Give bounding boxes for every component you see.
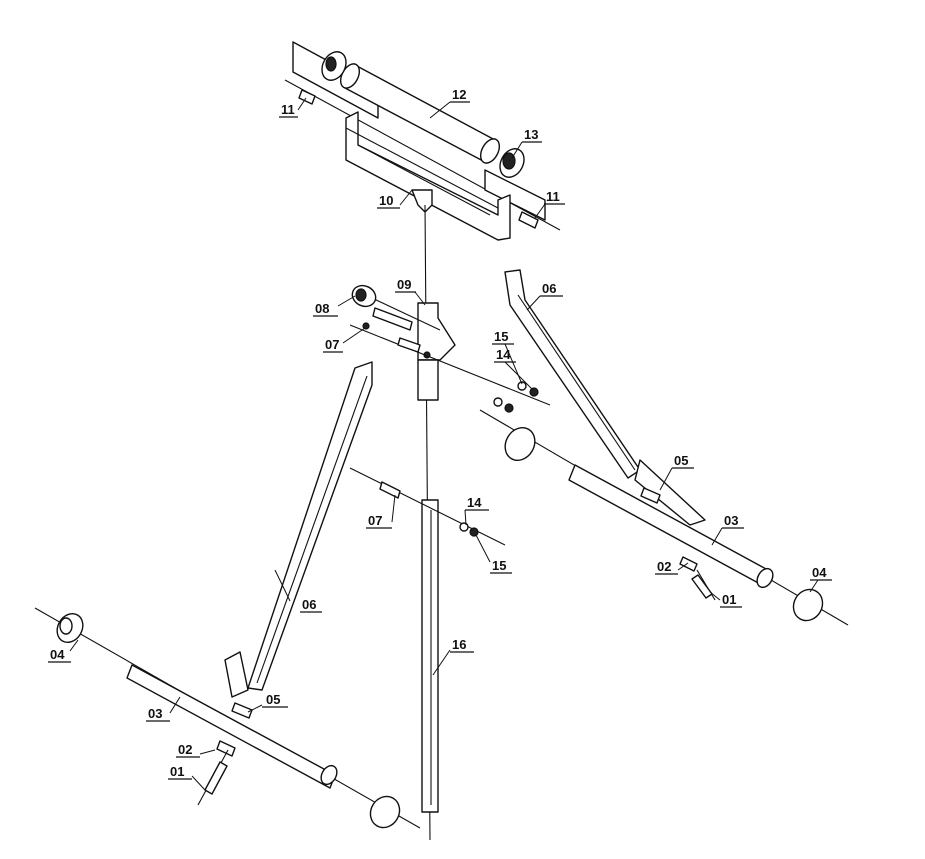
callout-label: 03 [724,513,738,528]
callout-15-upper: 15 [492,329,514,345]
callout-07-lower: 07 [366,513,392,529]
callout-14-lower: 14 [465,495,489,511]
callout-label: 08 [315,301,329,316]
roller-tube [339,63,501,164]
callout-label: 02 [178,742,192,757]
callout-label: 06 [542,281,556,296]
callout-02-left: 02 [176,742,200,758]
left-pin-05 [231,702,253,719]
axle-pin-right [518,211,539,229]
callout-05-left: 05 [262,692,288,708]
callout-03-left: 03 [146,706,170,722]
callout-leaders [69,97,819,791]
callout-01-left: 01 [168,764,192,780]
callout-label: 15 [492,558,506,573]
washers-upper [493,381,539,413]
callout-label: 11 [546,189,560,204]
callout-label: 09 [397,277,411,292]
callout-06-right: 06 [540,281,563,297]
callout-label: 12 [452,87,466,102]
left-foot-tube-03 [126,664,338,789]
right-pin-05 [640,487,661,504]
left-brace-06 [224,361,373,698]
roller-end-cap-left [321,51,347,81]
callout-label: 07 [325,337,339,352]
left-cap-04-rear [369,795,401,829]
callout-label: 15 [494,329,508,344]
mast-head-bracket [417,302,456,401]
callout-05-right: 05 [672,453,694,469]
callout-04-right: 04 [810,565,832,581]
callout-label: 13 [524,127,538,142]
left-clip-02 [216,740,236,757]
callout-label: 05 [674,453,688,468]
callout-label: 01 [722,592,736,607]
callout-14-upper: 14 [494,347,516,363]
callout-label: 02 [657,559,671,574]
hinge-bolt-upper [372,307,421,353]
callout-label: 01 [170,764,184,779]
callout-label: 14 [496,347,511,362]
callout-label: 10 [379,193,393,208]
callout-label: 03 [148,706,162,721]
axle-pin-left [298,89,316,105]
callout-02-right: 02 [655,559,678,575]
bolt-07-lower [349,467,506,546]
left-cap-04-front [56,612,84,644]
knob-08 [351,284,377,308]
callout-16: 16 [450,637,474,653]
right-cap-04-rear [792,588,824,622]
callout-09: 09 [395,277,416,293]
callout-label: 06 [302,597,316,612]
right-cap-04-front [504,426,536,462]
callout-13: 13 [522,127,542,143]
callout-11-top: 11 [279,102,298,118]
callout-07-upper: 07 [323,337,343,353]
callout-01-right: 01 [720,592,742,608]
callout-06-left: 06 [300,597,322,613]
callout-08: 08 [313,301,338,317]
right-foot-tube-03 [568,464,774,589]
lower-mast-tube [421,499,439,813]
right-clip-02 [679,556,698,572]
roller-frame [345,111,511,241]
roller-end-cap-right [499,148,525,178]
callout-label: 11 [281,102,295,117]
bolt-07-upper [362,322,370,330]
callout-15-lower: 15 [490,558,512,574]
callout-03-right: 03 [722,513,744,529]
callout-10: 10 [377,193,400,209]
callout-label: 16 [452,637,466,652]
washers-lower [459,522,479,537]
callout-label: 05 [266,692,280,707]
right-brace-06 [504,269,706,526]
callout-label: 04 [812,565,827,580]
callout-04-left: 04 [48,647,71,663]
callout-11-right: 11 [544,189,565,205]
callout-label: 14 [467,495,482,510]
callout-label: 07 [368,513,382,528]
right-end-plate [484,169,546,221]
left-pin-01 [197,749,229,806]
right-pin-01 [691,569,716,601]
callout-label: 04 [50,647,65,662]
callout-12: 12 [450,87,470,103]
